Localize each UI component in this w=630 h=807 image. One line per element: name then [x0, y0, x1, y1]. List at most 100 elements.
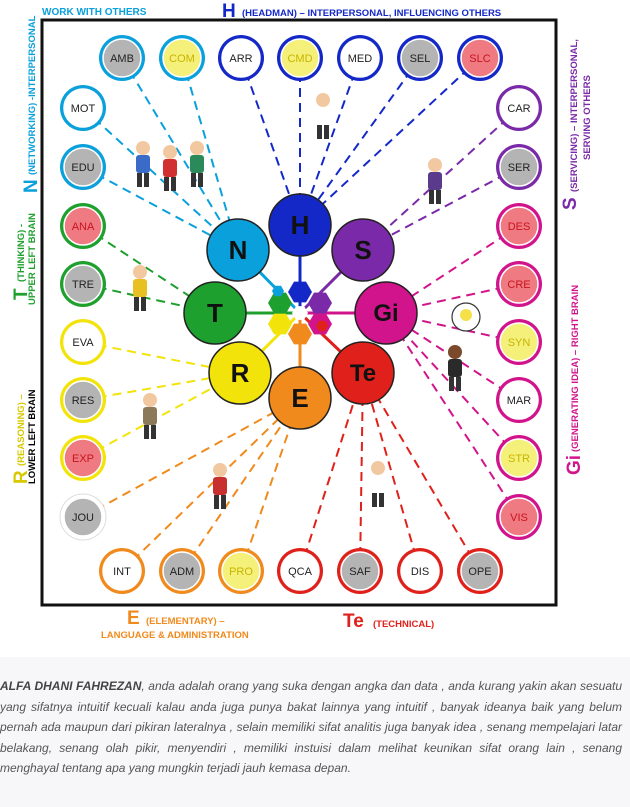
t-category-text-1: (THINKING) -	[16, 224, 27, 282]
node-sel: SEL	[397, 35, 443, 81]
node-label: JOU	[72, 512, 94, 524]
gi-category-text: (GENERATING IDEA) – RIGHT BRAIN	[570, 285, 581, 452]
node-cmd: CMD	[277, 35, 323, 81]
hex-t	[268, 292, 292, 314]
node-label: SYN	[508, 337, 531, 349]
hub-circle	[268, 366, 332, 430]
node-fill	[102, 551, 142, 591]
node-res: RES	[60, 377, 106, 423]
node-fill	[460, 551, 500, 591]
node-adm: ADM	[159, 548, 205, 594]
node-mar: MAR	[496, 377, 542, 423]
node-fill	[221, 38, 261, 78]
h-category-letter: H	[222, 1, 236, 22]
node-label: EXP	[72, 453, 94, 465]
node-fill	[63, 88, 103, 128]
hub-n: N	[206, 218, 270, 282]
hex-n	[272, 285, 284, 297]
hex-s	[308, 292, 332, 314]
node-ope: OPE	[457, 548, 503, 594]
node-pro: PRO	[218, 548, 264, 594]
node-fill	[499, 206, 539, 246]
node-label: SLC	[469, 53, 490, 65]
figure-leg	[221, 495, 226, 509]
node-edu: EDU	[60, 144, 106, 190]
node-fill	[499, 438, 539, 478]
connector-qca	[299, 372, 364, 572]
node-fill	[63, 206, 103, 246]
node-label: RES	[72, 395, 95, 407]
hub-s: S	[331, 218, 395, 282]
figure-leg	[372, 493, 377, 507]
node-cre: CRE	[496, 261, 542, 307]
servant-figure	[428, 158, 442, 204]
hex-r	[268, 313, 292, 335]
node-fill	[499, 497, 539, 537]
figure-body	[213, 477, 227, 495]
hub-circle	[331, 341, 395, 405]
hub-circle	[206, 218, 270, 282]
node-ana: ANA	[60, 203, 106, 249]
detective-figure	[143, 393, 157, 439]
node-des: DES	[496, 203, 542, 249]
node-label: STR	[508, 453, 530, 465]
node-fill	[499, 264, 539, 304]
figure-leg	[191, 173, 196, 187]
node-fill	[460, 38, 500, 78]
s-category-text-2: SERVING OTHERS	[582, 75, 593, 160]
hub-t: T	[183, 281, 247, 345]
hex-te	[316, 320, 328, 332]
node-tre: TRE	[60, 261, 106, 307]
figure-leg	[429, 190, 434, 204]
node-fill	[162, 38, 202, 78]
connector-sel	[299, 57, 421, 226]
t-category-letter: T	[11, 288, 32, 300]
node-label: AMB	[110, 53, 134, 65]
node-exp: EXP	[60, 435, 106, 481]
node-mot: MOT	[60, 85, 106, 131]
node-str: STR	[496, 435, 542, 481]
node-label: TRE	[72, 279, 94, 291]
te-category-text: (TECHNICAL)	[373, 619, 434, 630]
figure-head	[190, 141, 204, 155]
hub-circle	[183, 281, 247, 345]
thinker-figure	[448, 345, 462, 391]
node-jou: JOU	[59, 493, 107, 541]
hub-r: R	[208, 341, 272, 405]
figure-head	[143, 393, 157, 407]
node-fill	[280, 551, 320, 591]
node-eva: EVA	[60, 319, 106, 365]
r-category-letter: R	[11, 470, 32, 484]
r-category-text-1: (REASONING) –	[16, 394, 27, 466]
node-fill	[63, 497, 103, 537]
figure-leg	[171, 177, 176, 191]
hex-center	[292, 306, 308, 320]
figure-body	[133, 279, 147, 297]
node-label: MED	[348, 53, 373, 65]
node-label: QCA	[288, 566, 313, 578]
node-amb: AMB	[99, 35, 145, 81]
hub-label: S	[354, 235, 371, 265]
connector-slc	[299, 57, 481, 226]
hub-circle	[208, 341, 272, 405]
node-label: ARR	[229, 53, 252, 65]
node-label: ANA	[72, 221, 95, 233]
hub-label: H	[291, 210, 310, 240]
node-fill	[63, 264, 103, 304]
node-label: ADM	[170, 566, 194, 578]
h-category-text: (HEADMAN) – INTERPERSONAL, INFLUENCING O…	[242, 8, 501, 19]
node-label: EVA	[72, 337, 94, 349]
figure-body	[190, 155, 204, 173]
node-int: INT	[99, 548, 145, 594]
node-syn: SYN	[496, 319, 542, 365]
node-label: DIS	[411, 566, 429, 578]
figure-leg	[317, 125, 322, 139]
figure-head	[428, 158, 442, 172]
node-arr: ARR	[218, 35, 264, 81]
connector-eva	[82, 341, 241, 374]
figure-leg	[137, 173, 142, 187]
illustrations	[133, 93, 481, 509]
node-label: SEL	[410, 53, 431, 65]
lightbulb-icon	[460, 309, 472, 321]
connector-res	[82, 372, 241, 401]
